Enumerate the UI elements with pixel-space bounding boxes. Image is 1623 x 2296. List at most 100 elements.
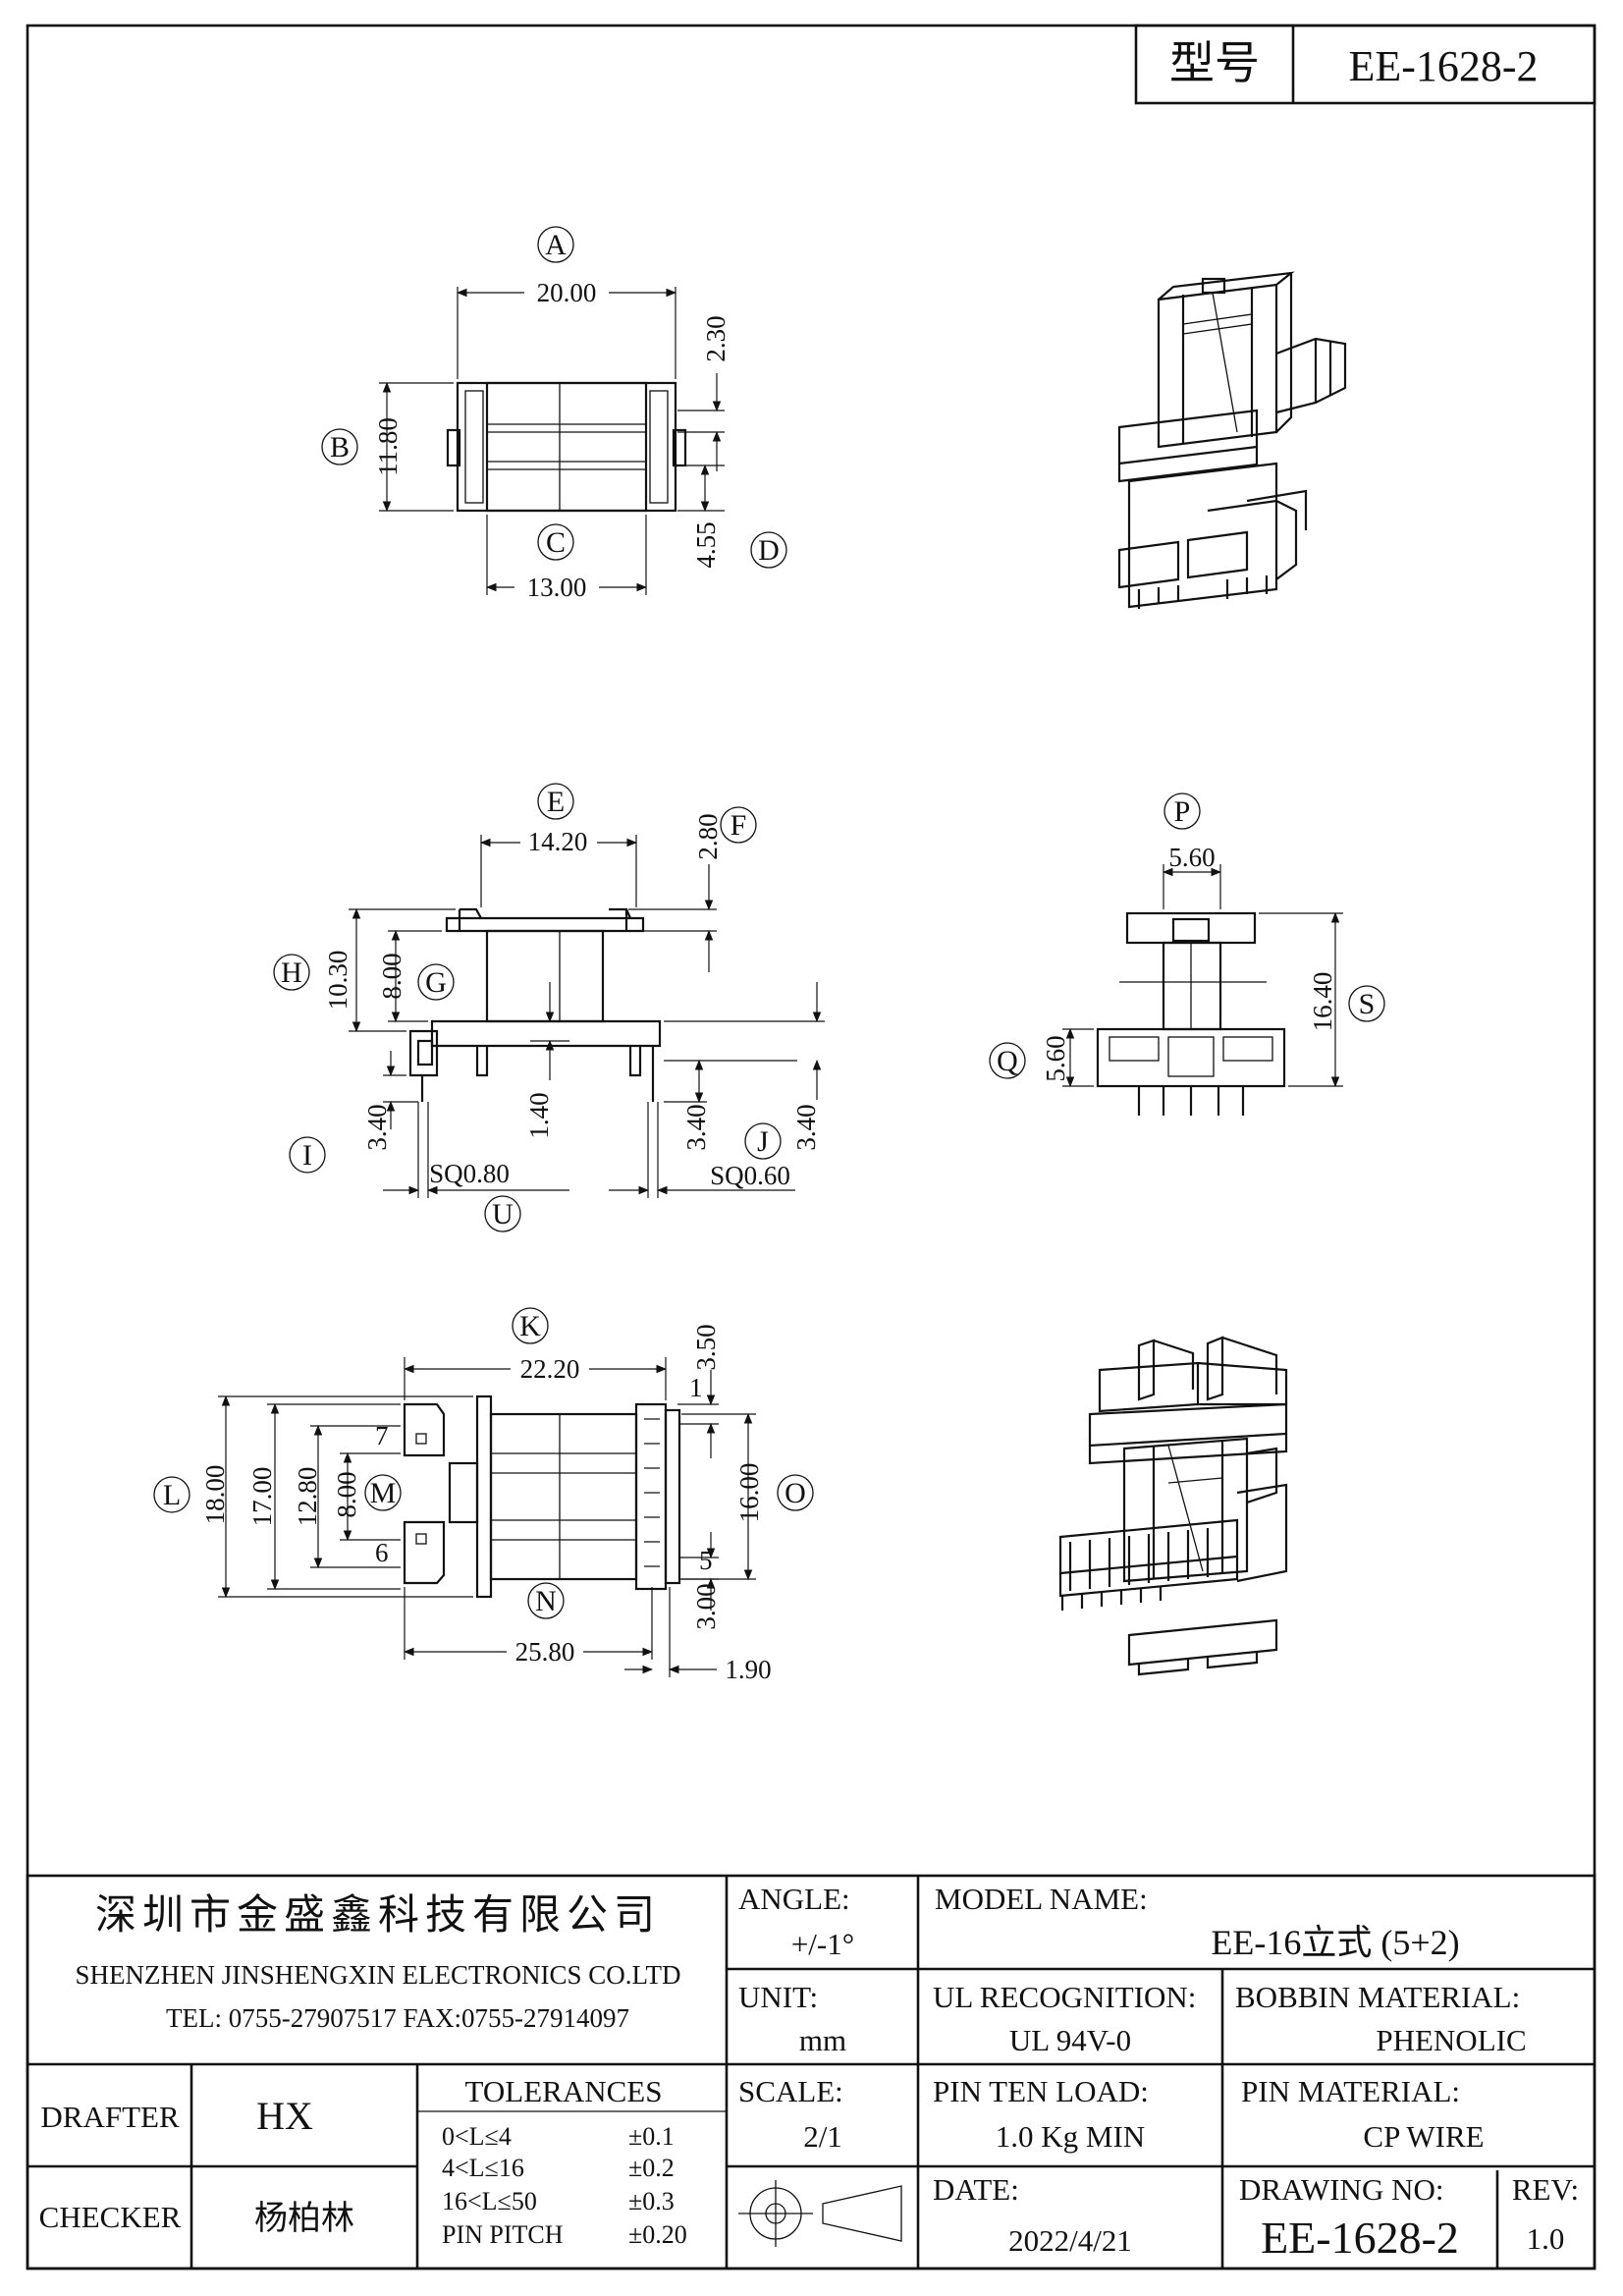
- dim-i-value: 3.40: [362, 1104, 392, 1150]
- tolerance-range-2: 4<L≤16: [442, 2154, 524, 2182]
- dim-k-value: 22.20: [520, 1354, 580, 1384]
- callout-i: I: [302, 1139, 312, 1172]
- dim-m-value: 8.00: [332, 1471, 361, 1517]
- callout-u: U: [492, 1198, 514, 1230]
- tolerance-range-1: 0<L≤4: [442, 2122, 512, 2151]
- company-name-en: SHENZHEN JINSHENGXIN ELECTRONICS CO.LTD: [76, 1960, 681, 1990]
- tolerance-value-3: ±0.3: [628, 2187, 675, 2215]
- dim-o-value: 16.00: [734, 1463, 764, 1523]
- pin-1-label: 1: [689, 1373, 703, 1402]
- callout-h: H: [281, 957, 302, 989]
- scale-label: SCALE:: [738, 2074, 843, 2108]
- unit-label: UNIT:: [738, 1980, 818, 2014]
- projection-symbol: [738, 2180, 902, 2247]
- dim-front-mid: 1.40: [524, 1092, 554, 1138]
- dim-h-value: 10.30: [323, 951, 352, 1011]
- company-contact: TEL: 0755-27907517 FAX:0755-27914097: [166, 2003, 629, 2033]
- callout-p: P: [1174, 795, 1191, 828]
- drafter-value: HX: [256, 2094, 313, 2138]
- dim-l-value: 18.00: [200, 1465, 230, 1525]
- bobbin-material-value: PHENOLIC: [1376, 2023, 1526, 2057]
- dim-l2-value: 17.00: [247, 1467, 277, 1527]
- tolerance-value-2: ±0.2: [628, 2154, 675, 2182]
- callout-l: L: [163, 1479, 181, 1511]
- top-view: 20.00 A 11.80 B 13.00 C 2.30 4.55 D: [321, 226, 787, 602]
- drawing-no-label: DRAWING NO:: [1239, 2172, 1443, 2207]
- model-value: EE-1628-2: [1348, 42, 1538, 90]
- dim-b-value: 11.80: [373, 417, 403, 476]
- dim-n-value: 25.80: [515, 1637, 575, 1667]
- company-name-cn: 深圳市金盛鑫科技有限公司: [95, 1892, 661, 1939]
- side-view: 5.60 P 16.40 S 5.60 Q: [989, 793, 1385, 1116]
- pin-7-label: 7: [375, 1421, 389, 1450]
- checker-value: 杨柏林: [254, 2200, 354, 2237]
- model-name-value: EE-16立式 (5+2): [1211, 1923, 1459, 1962]
- dim-c-value: 13.00: [527, 573, 587, 602]
- callout-c: C: [546, 526, 566, 559]
- dim-s-value: 16.40: [1308, 972, 1337, 1032]
- callout-b: B: [330, 431, 350, 464]
- dim-f-value: 2.80: [693, 813, 723, 859]
- dim-top-extra: 2.30: [701, 315, 730, 361]
- tolerance-value-4: ±0.20: [628, 2220, 687, 2249]
- dim-g-value: 8.00: [377, 953, 406, 999]
- tolerance-range-4: PIN PITCH: [442, 2220, 564, 2249]
- callout-m: M: [370, 1477, 397, 1509]
- tolerance-range-3: 16<L≤50: [442, 2187, 537, 2215]
- model-name-label: MODEL NAME:: [935, 1882, 1148, 1916]
- callout-s: S: [1359, 988, 1376, 1020]
- front-view: 14.20 E 2.80 F 10.30 H 8.00 G 3.40 I: [273, 783, 825, 1232]
- dim-bottom-top: 3.50: [691, 1324, 721, 1370]
- callout-a: A: [545, 229, 567, 261]
- pin-ten-load-label: PIN TEN LOAD:: [933, 2074, 1149, 2108]
- drawing-no-value: EE-1628-2: [1261, 2213, 1459, 2263]
- bobbin-material-label: BOBBIN MATERIAL:: [1235, 1980, 1520, 2014]
- dim-a-value: 20.00: [537, 278, 597, 307]
- callout-e: E: [547, 786, 565, 818]
- bottom-view: 22.20 K 3.50 1 5 7 6 18.00 L 17.00 12.80…: [153, 1307, 814, 1684]
- unit-value: mm: [799, 2023, 846, 2057]
- ul-value: UL 94V-0: [1009, 2023, 1131, 2057]
- scale-value: 2/1: [803, 2119, 842, 2154]
- pin-ten-load-value: 1.0 Kg MIN: [996, 2119, 1145, 2154]
- dim-e-value: 14.20: [528, 827, 588, 856]
- title-block: 深圳市金盛鑫科技有限公司 SHENZHEN JINSHENGXIN ELECTR…: [26, 1874, 1596, 2270]
- checker-label: CHECKER: [39, 2200, 182, 2234]
- dim-pitch-end: 1.90: [725, 1655, 771, 1684]
- model-header: 型号 EE-1628-2: [1134, 24, 1596, 105]
- dim-p-value: 5.60: [1168, 843, 1215, 872]
- dim-j2-value: 3.40: [791, 1104, 821, 1150]
- callout-k: K: [519, 1310, 541, 1342]
- angle-label: ANGLE:: [738, 1882, 850, 1916]
- date-value: 2022/4/21: [1008, 2223, 1132, 2258]
- callout-q: Q: [997, 1045, 1018, 1077]
- ul-label: UL RECOGNITION:: [933, 1980, 1196, 2014]
- drafter-label: DRAFTER: [40, 2100, 180, 2134]
- angle-value: +/-1°: [791, 1927, 854, 1961]
- tolerance-value-1: ±0.1: [628, 2122, 675, 2151]
- rev-label: REV:: [1512, 2172, 1579, 2207]
- date-label: DATE:: [933, 2172, 1019, 2207]
- pin-6-label: 6: [375, 1538, 389, 1567]
- isometric-view-top: [1117, 271, 1347, 609]
- model-label: 型号: [1169, 38, 1260, 88]
- dim-q-value: 5.60: [1041, 1035, 1070, 1081]
- callout-d: D: [758, 534, 780, 567]
- pin-material-label: PIN MATERIAL:: [1241, 2074, 1460, 2108]
- dim-u1-value: SQ0.80: [429, 1159, 510, 1188]
- isometric-view-bottom: [1058, 1336, 1288, 1676]
- dim-j1-value: 3.40: [681, 1104, 711, 1150]
- tolerances-label: TOLERANCES: [465, 2074, 663, 2108]
- callout-n: N: [535, 1585, 557, 1617]
- callout-j: J: [757, 1125, 769, 1158]
- rev-value: 1.0: [1527, 2221, 1565, 2256]
- callout-o: O: [784, 1477, 806, 1509]
- callout-f: F: [730, 809, 747, 842]
- dim-d-value: 4.55: [691, 521, 721, 568]
- callout-g: G: [425, 966, 447, 999]
- pin-material-value: CP WIRE: [1363, 2119, 1484, 2154]
- dim-u2-value: SQ0.60: [710, 1161, 790, 1190]
- dim-bottom-bot: 3.00: [691, 1583, 721, 1629]
- dim-l3-value: 12.80: [293, 1467, 322, 1527]
